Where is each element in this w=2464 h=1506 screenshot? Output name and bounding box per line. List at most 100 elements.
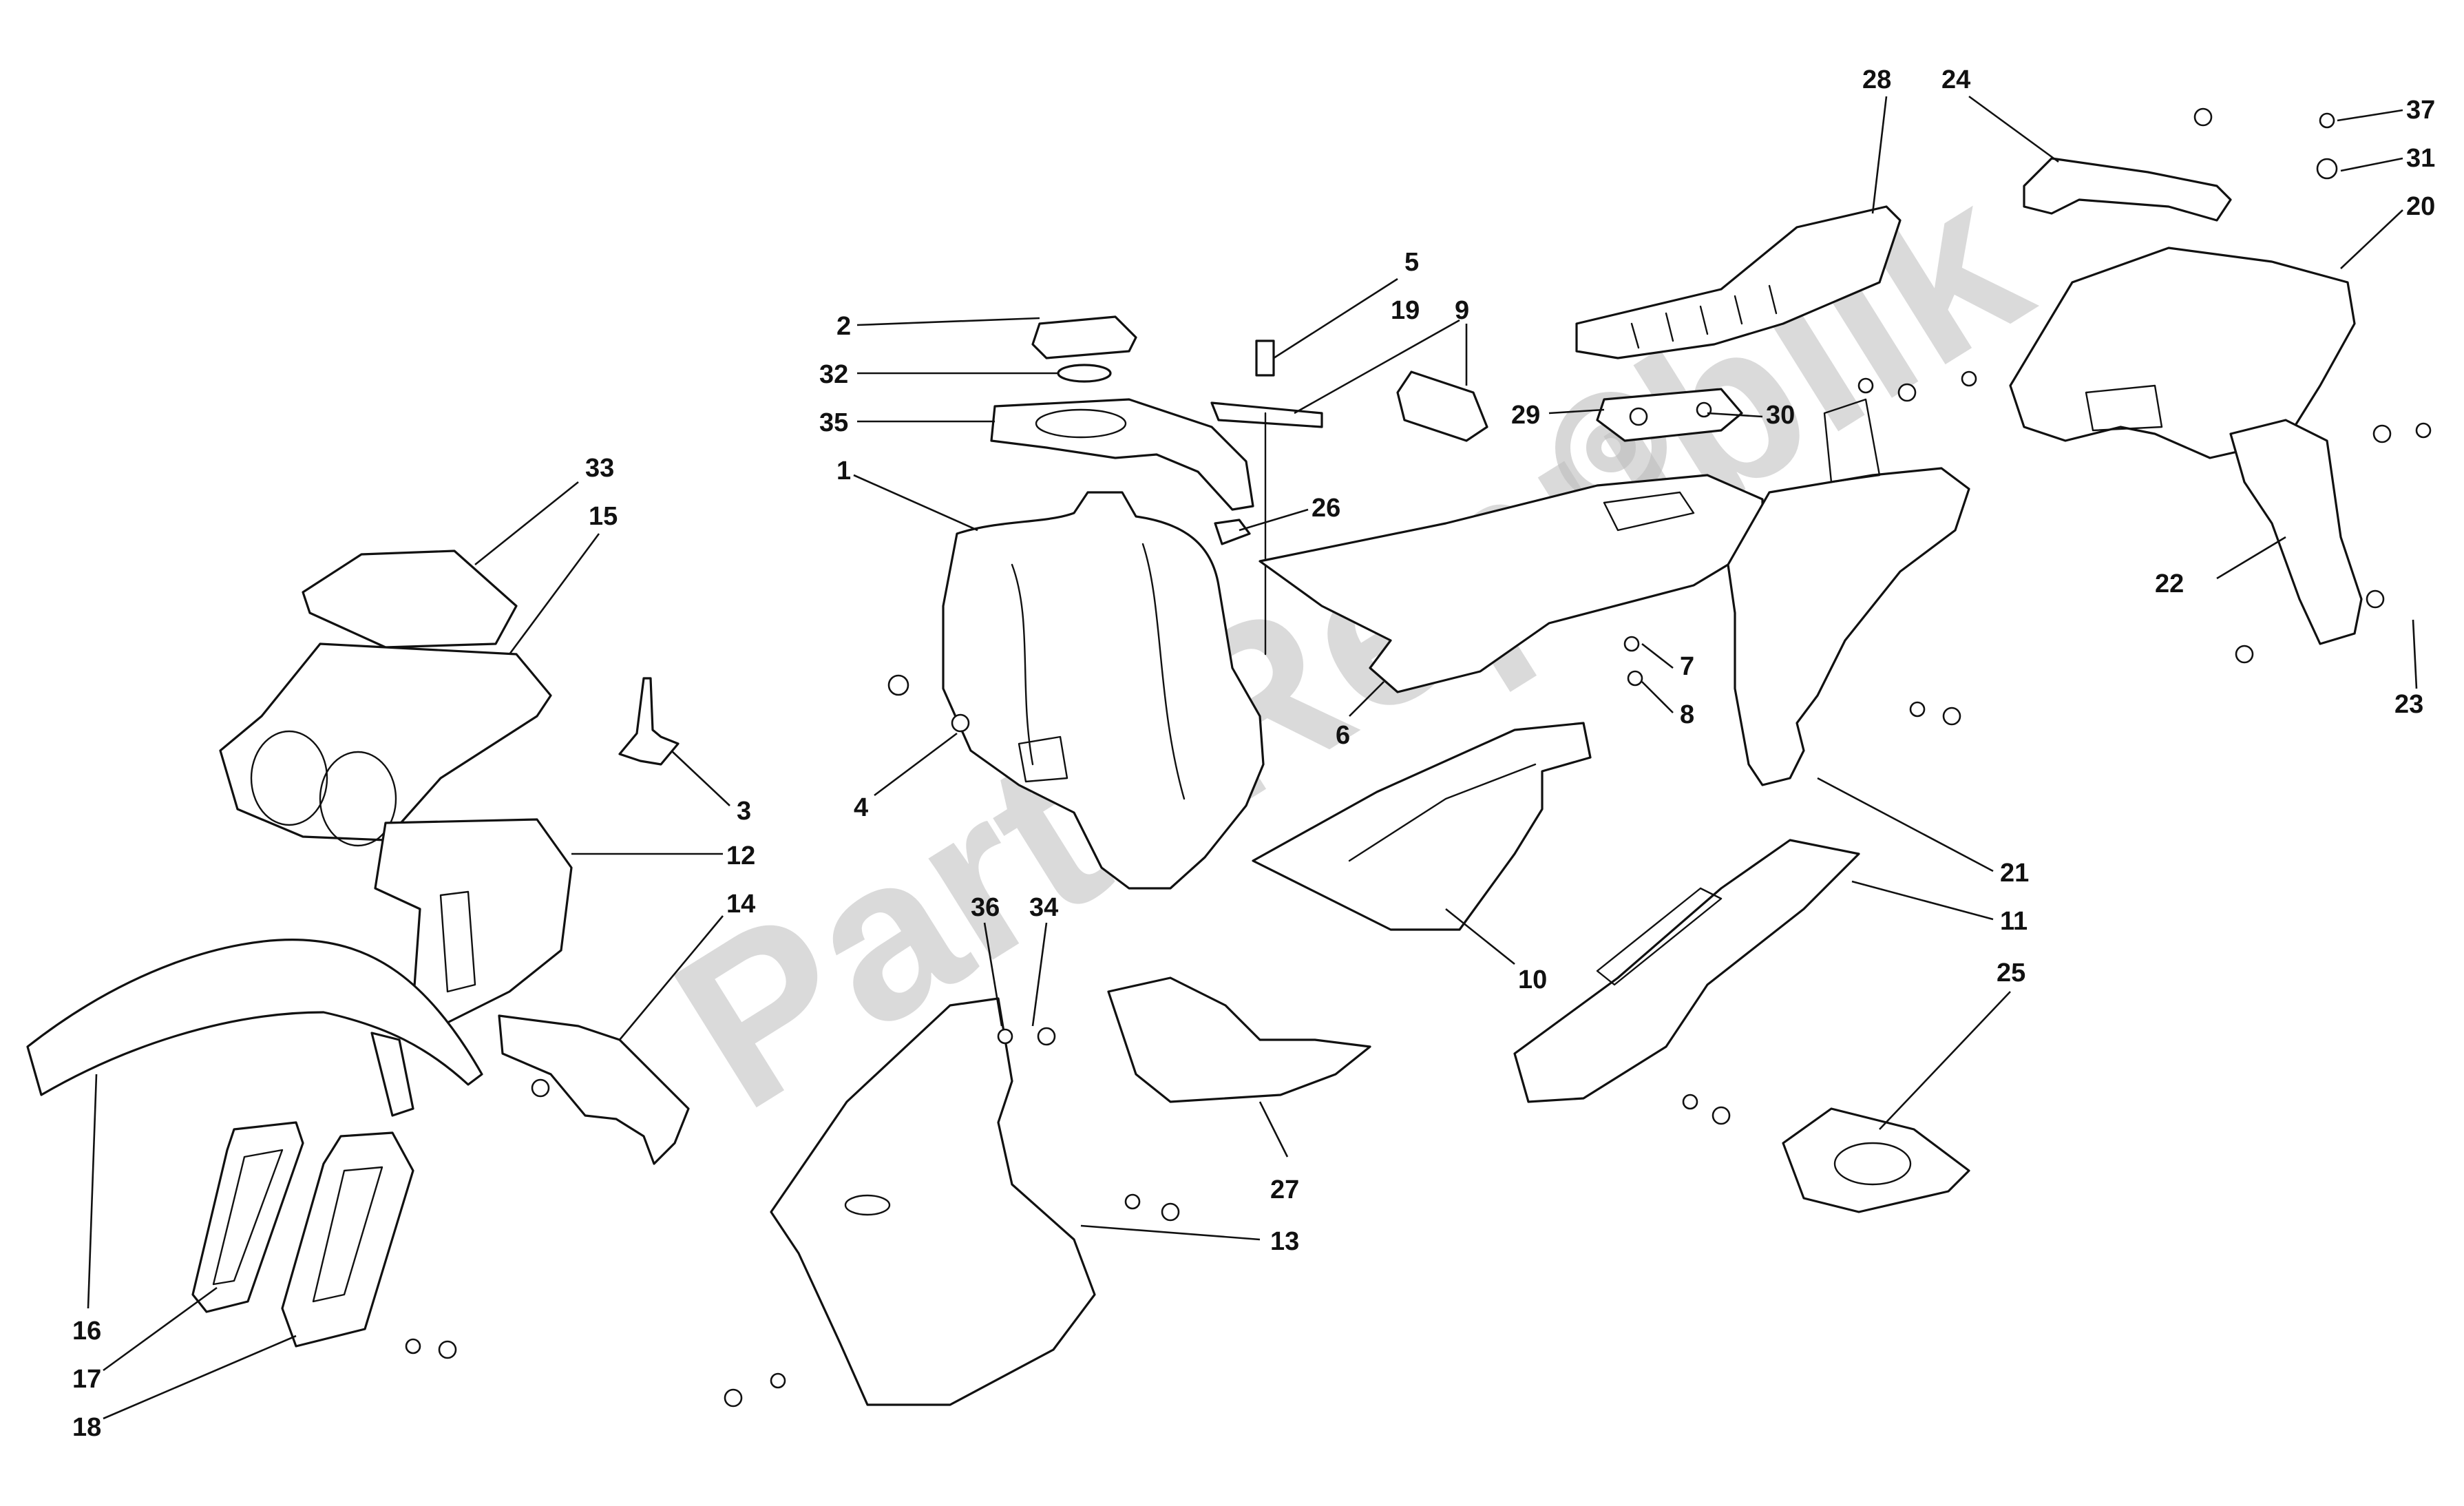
- leader-2: [856, 317, 1040, 326]
- part-3-fuel-tap: [618, 677, 680, 766]
- callout-20: 20: [2406, 192, 2435, 221]
- screw-icon: [724, 1388, 743, 1408]
- screw-icon: [1037, 1027, 1056, 1046]
- callout-26: 26: [1312, 494, 1340, 523]
- part-28-seat-rail-cover: [1575, 205, 1902, 359]
- leader-13: [1080, 1224, 1261, 1241]
- part-1-tank-crease-left: [1011, 563, 1034, 766]
- callout-16: 16: [72, 1317, 101, 1346]
- part-16-mudguard-stay: [370, 1032, 414, 1117]
- screw-icon: [405, 1338, 421, 1355]
- part-11-lower-panel: [1513, 839, 1860, 1103]
- part-35-tank-plate: [990, 398, 1254, 511]
- callout-15: 15: [589, 502, 618, 531]
- part-11-slot: [1596, 887, 1723, 986]
- leader-16: [87, 1074, 98, 1309]
- part-16-front-mudguard: [26, 939, 483, 1096]
- callout-9: 9: [1455, 296, 1469, 325]
- screw-icon: [531, 1078, 550, 1098]
- callout-33: 33: [585, 454, 614, 483]
- screw-icon: [1897, 383, 1917, 402]
- washer-icon: [951, 713, 970, 733]
- leader-23: [2412, 619, 2418, 689]
- leader-15: [508, 533, 600, 655]
- leader-20: [2340, 209, 2403, 269]
- callout-28: 28: [1862, 65, 1891, 94]
- screw-icon: [1696, 401, 1712, 418]
- leader-24: [1968, 95, 2059, 163]
- callout-25: 25: [1997, 959, 2025, 987]
- screw-icon: [1712, 1106, 1731, 1125]
- part-35-filler-hole: [1035, 408, 1127, 439]
- part-6-seat-pocket: [1603, 491, 1695, 532]
- leader-30: [1707, 412, 1763, 418]
- screw-icon: [2235, 645, 2254, 664]
- part-26-clip: [1214, 519, 1251, 545]
- part-10-side-panel: [1252, 722, 1592, 931]
- part-17-fork-guard: [191, 1121, 304, 1313]
- leader-1: [853, 474, 978, 532]
- leader-29: [1548, 408, 1605, 415]
- callout-34: 34: [1029, 893, 1058, 922]
- leader-21: [1817, 777, 1994, 872]
- leader-7: [1641, 642, 1674, 669]
- part-1-tank-recess: [1018, 735, 1068, 783]
- screw-icon: [2366, 589, 2385, 609]
- callout-labels: 2 32 35 1 4 5 19 9 26 6 7 8 29 30 28 24 …: [72, 65, 2435, 1442]
- part-12-slot: [439, 890, 476, 993]
- callout-22: 22: [2155, 569, 2184, 598]
- leader-26: [1239, 508, 1309, 532]
- screw-icon: [1629, 407, 1648, 426]
- leader-19: [1294, 319, 1460, 415]
- part-21-tail-side: [1727, 467, 1970, 786]
- callout-32: 32: [819, 360, 848, 389]
- callout-11: 11: [2000, 907, 2028, 936]
- callout-24: 24: [1941, 65, 1970, 94]
- screw-icon: [1161, 1202, 1180, 1222]
- leader-18: [103, 1335, 297, 1420]
- screw-icon: [770, 1372, 786, 1389]
- leader-10: [1445, 908, 1515, 965]
- part-24-grab-handle: [2023, 157, 2232, 222]
- part-15-lens-left: [250, 730, 328, 826]
- leader-25: [1879, 991, 2011, 1130]
- leader-8: [1641, 681, 1674, 713]
- leader-lines: [87, 95, 2418, 1420]
- callout-14: 14: [726, 890, 755, 919]
- screw-icon: [1623, 636, 1640, 652]
- hardware-group: [405, 107, 2432, 1408]
- leader-31: [2340, 157, 2403, 172]
- leader-34: [1031, 922, 1048, 1027]
- part-12-fairing-bracket: [374, 818, 573, 1027]
- part-5-bolt: [1255, 339, 1275, 377]
- callout-4: 4: [854, 793, 868, 822]
- callout-1: 1: [836, 457, 851, 485]
- leader-14: [619, 915, 724, 1040]
- callout-27: 27: [1270, 1175, 1299, 1204]
- part-1-fuel-tank: [942, 491, 1265, 890]
- part-2-fuel-cap: [1031, 315, 1137, 359]
- callout-2: 2: [836, 312, 851, 341]
- callout-31: 31: [2406, 144, 2435, 173]
- part-20-tail-cowl: [2009, 247, 2356, 459]
- screw-icon: [2319, 112, 2335, 129]
- part-1-tank-crease-right: [1141, 543, 1186, 800]
- screw-icon: [1961, 370, 1977, 387]
- screw-icon: [1857, 377, 1874, 394]
- callout-17: 17: [72, 1365, 101, 1394]
- part-18-slot: [312, 1166, 383, 1303]
- part-9-roller: [1396, 370, 1488, 442]
- callout-13: 13: [1270, 1227, 1299, 1256]
- leader-4: [874, 732, 958, 797]
- leader-11: [1851, 880, 1994, 921]
- screw-icon: [997, 1028, 1013, 1045]
- leader-5: [1273, 278, 1398, 359]
- part-20-light-opening: [2085, 384, 2163, 432]
- screw-icon: [438, 1340, 457, 1359]
- leader-37: [2337, 109, 2403, 122]
- part-10-inner-edge: [1348, 763, 1537, 862]
- part-13-belly-pan: [770, 997, 1096, 1406]
- part-27-engine-guard: [1107, 976, 1371, 1103]
- callout-36: 36: [971, 893, 1000, 922]
